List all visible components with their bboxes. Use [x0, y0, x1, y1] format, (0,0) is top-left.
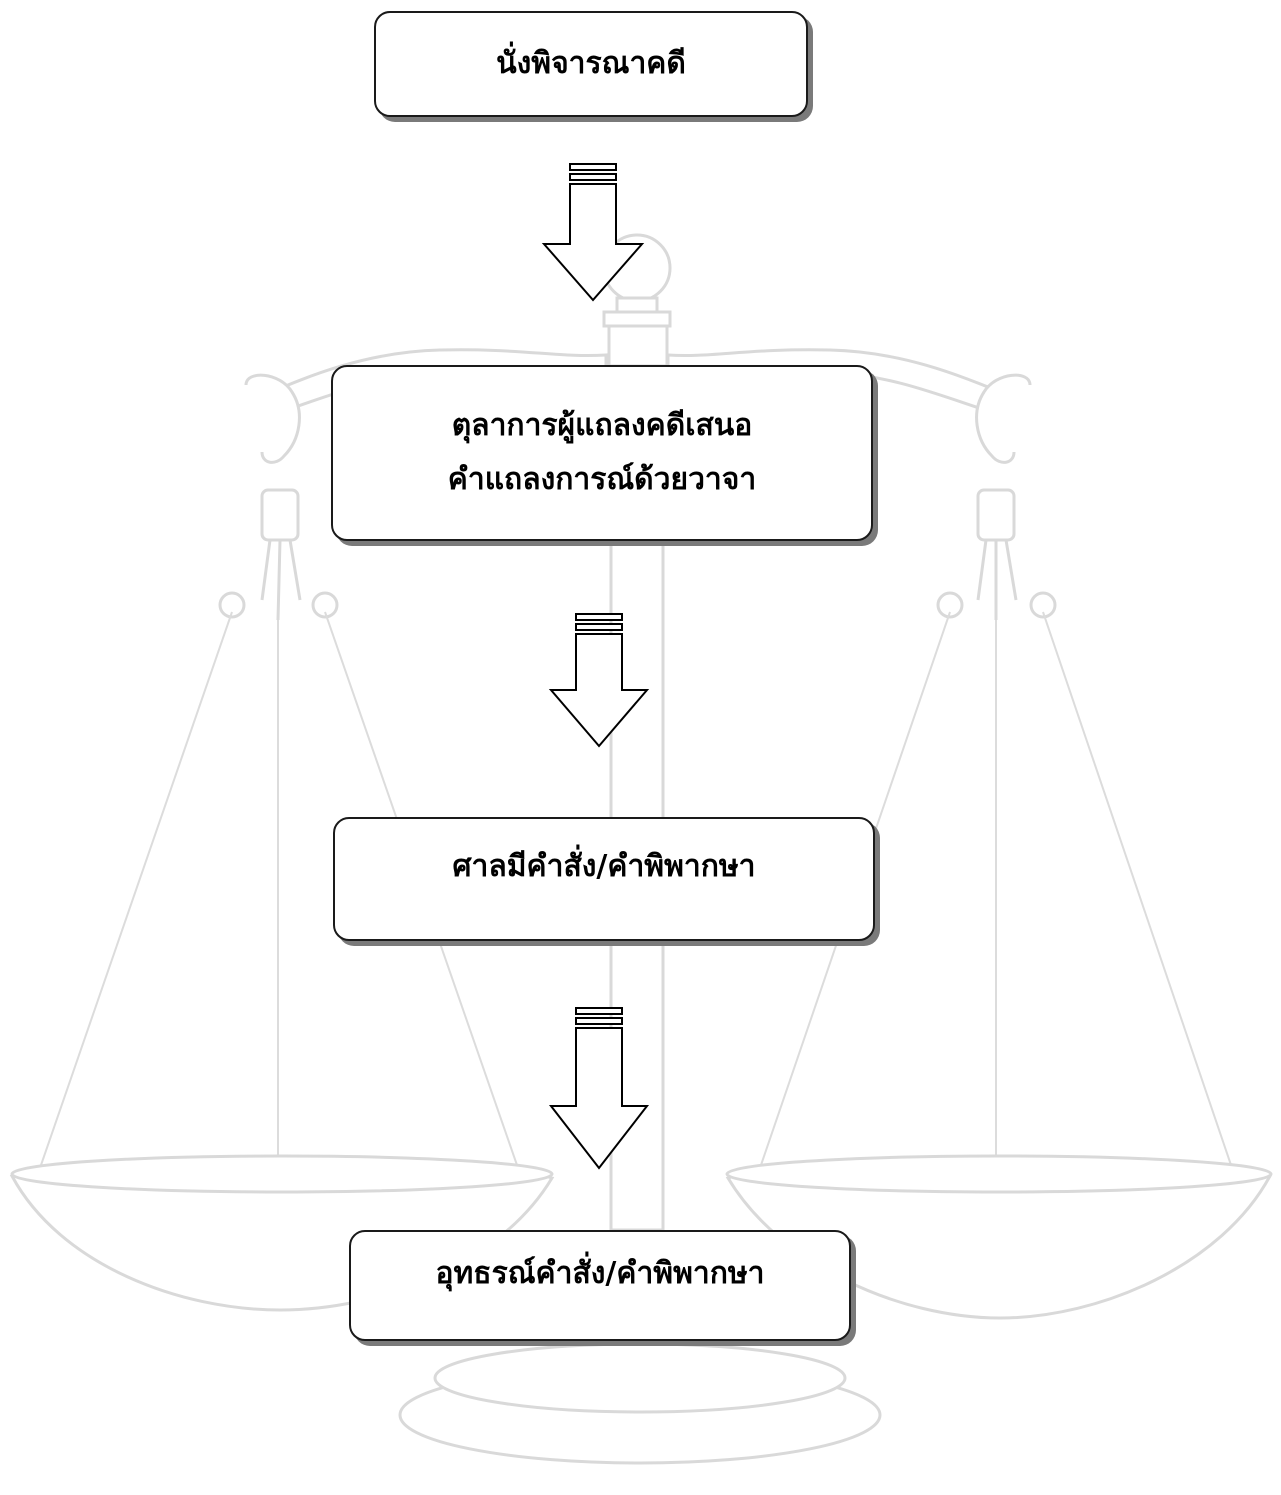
hanger-knob-left-a: [218, 591, 246, 619]
step-label: นั่งพิจารณาคดี: [496, 46, 686, 81]
down-arrow-3: [548, 1007, 650, 1170]
chain-left-outer: [39, 611, 233, 1169]
down-arrow-1: [541, 163, 645, 302]
hanger-plate-left: [260, 488, 300, 542]
hanger-knob-right-b: [1029, 591, 1057, 619]
hanger-plate-right: [976, 488, 1016, 542]
down-arrow-2: [548, 613, 650, 748]
hanger-knob-left-b: [311, 591, 339, 619]
step-box-hearing: นั่งพิจารณาคดี: [374, 11, 808, 117]
column-top: [607, 324, 669, 368]
step-label: อุทธรณ์คำสั่ง/คำพิพากษา: [435, 1255, 765, 1291]
chain-right-outer: [1042, 611, 1233, 1169]
step-label-line-2: คำแถลงการณ์ด้วยวาจา: [447, 462, 757, 497]
hanger-fork-left: [260, 539, 302, 621]
hook-right: [975, 373, 1032, 464]
step-box-court-judgment: ศาลมีคำสั่ง/คำพิพากษา: [333, 817, 875, 941]
step-box-appeal: อุทธรณ์คำสั่ง/คำพิพากษา: [349, 1230, 851, 1341]
step-label-line-1: ตุลาการผู้แถลงคดีเสนอ: [451, 408, 753, 443]
hanger-fork-right: [976, 539, 1018, 620]
step-label: ศาลมีคำสั่ง/คำพิพากษา: [452, 849, 756, 884]
pan-right-rim: [725, 1154, 1273, 1194]
finial-base: [602, 310, 672, 328]
pan-left-rim: [10, 1154, 554, 1194]
hook-left: [244, 373, 301, 464]
hanger-knob-right-a: [936, 591, 964, 619]
step-box-commissioner-statement: ตุลาการผู้แถลงคดีเสนอ คำแถลงการณ์ด้วยวาจ…: [331, 365, 873, 541]
base-upper: [433, 1342, 847, 1414]
